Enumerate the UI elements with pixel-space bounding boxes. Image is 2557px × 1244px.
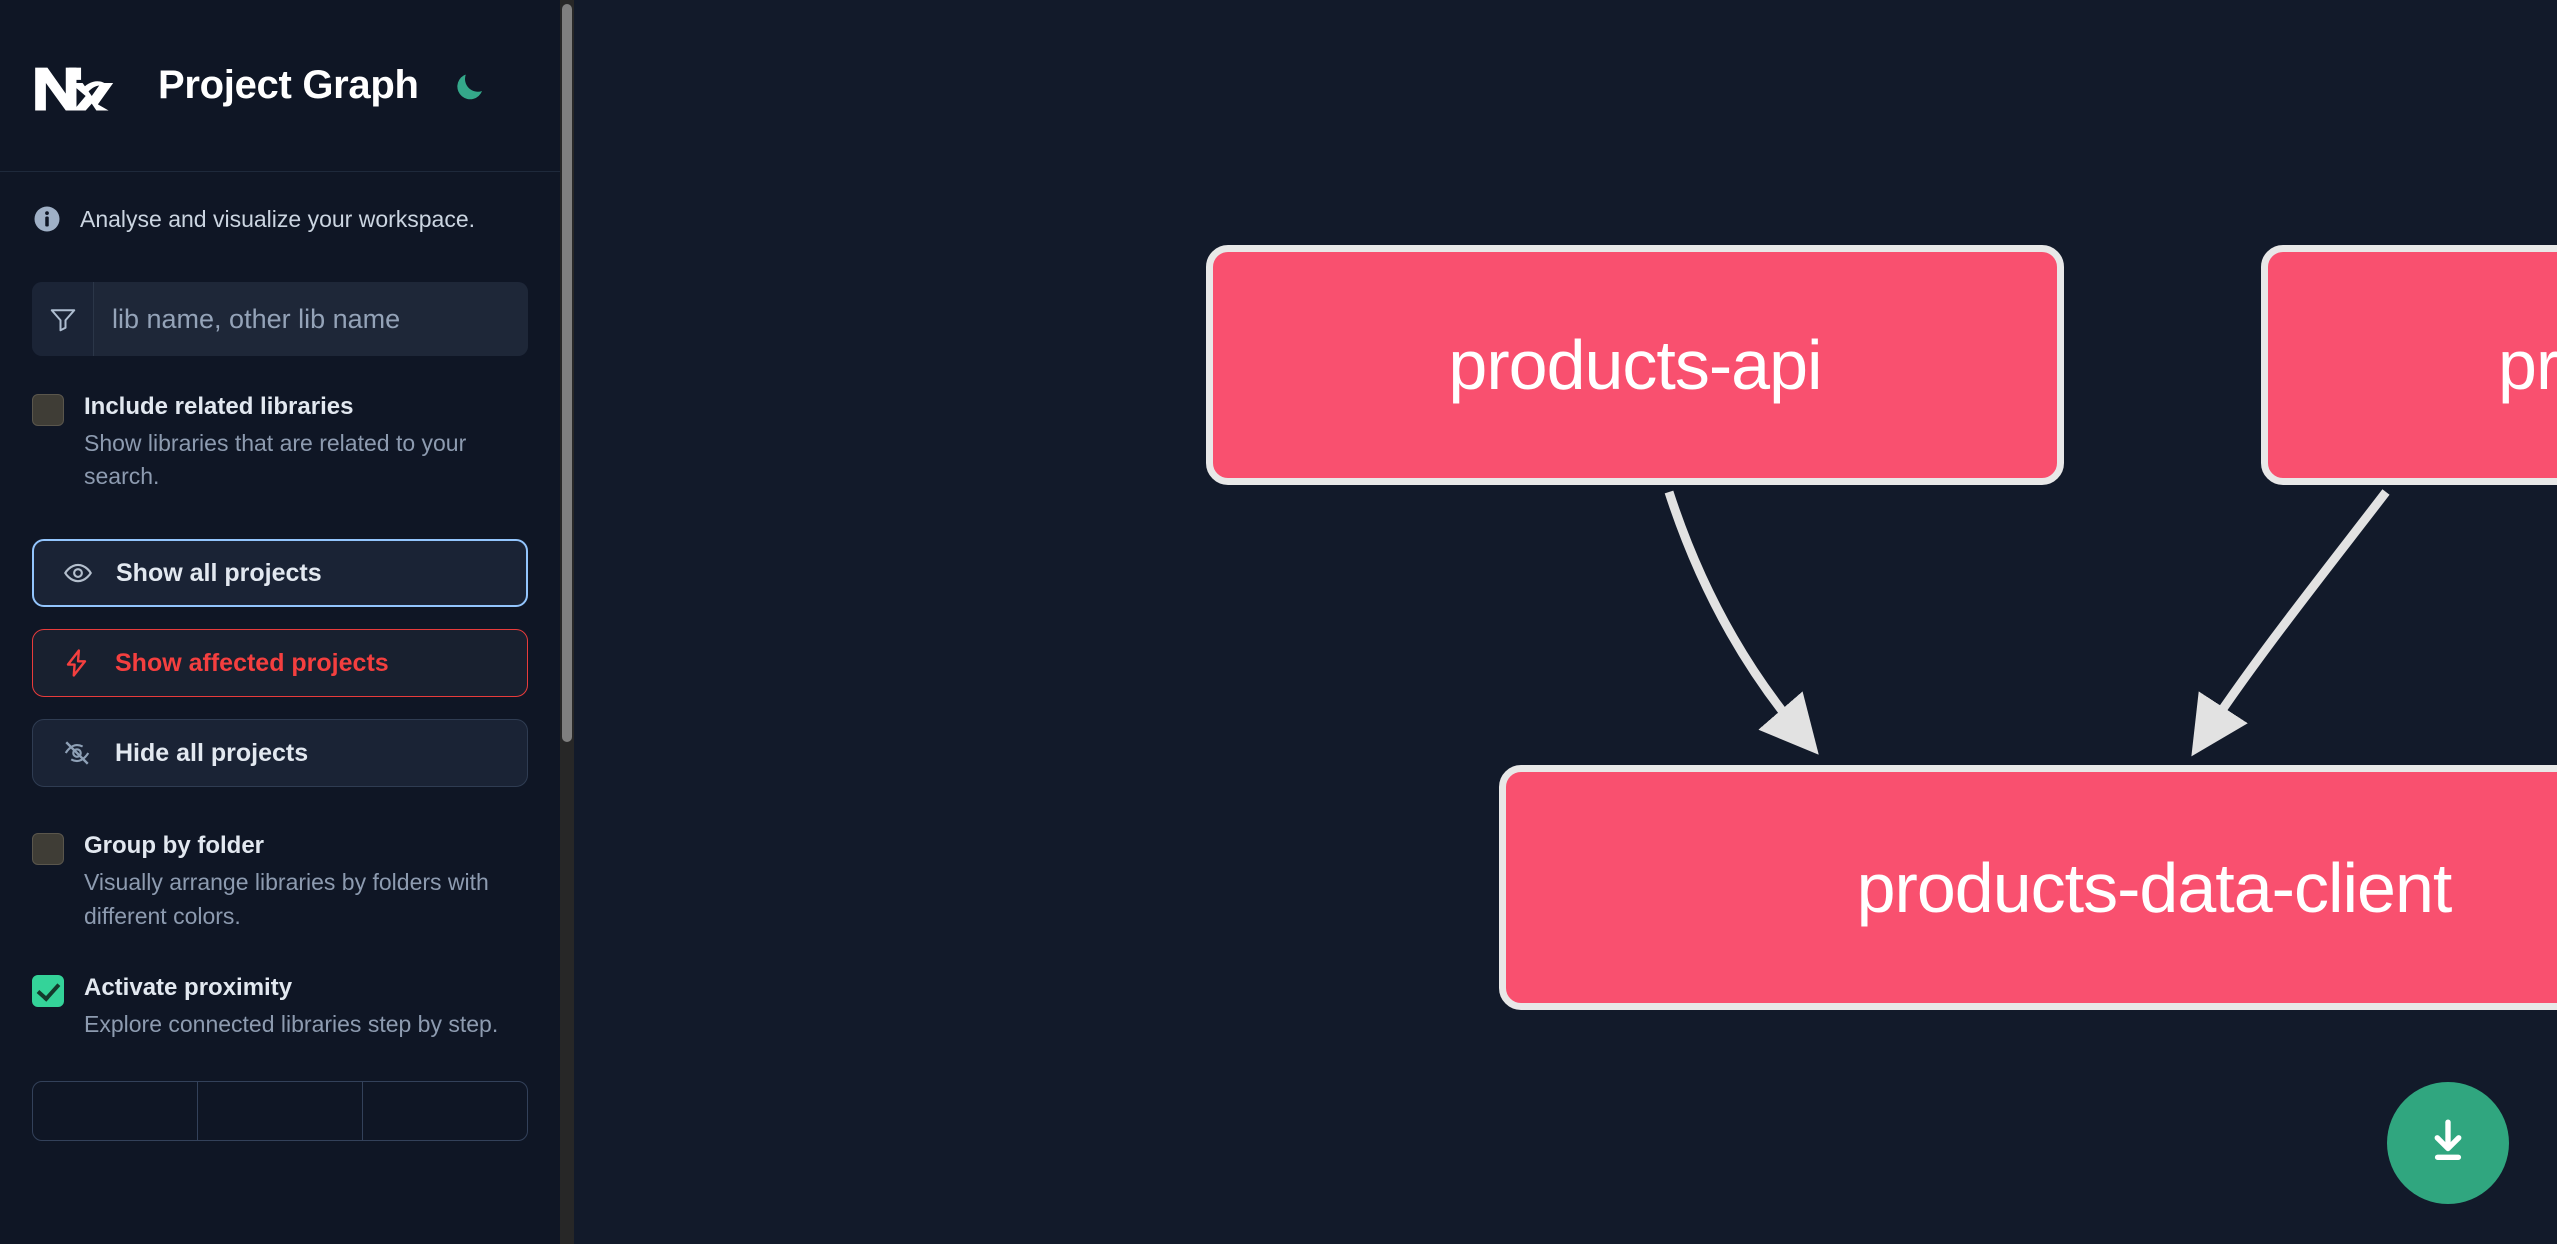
show-affected-projects-button[interactable]: Show affected projects (32, 629, 528, 698)
project-visibility-buttons: Show all projects Show affected projects (32, 539, 528, 788)
sidebar-scrollbar-track[interactable] (560, 0, 574, 1244)
sidebar-scroll-content: Project Graph Analyse and visualize yo (0, 0, 560, 1244)
include-related-libraries-description: Show libraries that are related to your … (84, 429, 467, 490)
group-by-folder-checkbox[interactable] (32, 833, 64, 866)
segment-2[interactable] (198, 1082, 363, 1141)
search-field[interactable] (32, 282, 528, 356)
search-input[interactable] (94, 282, 528, 356)
include-related-libraries-checkbox[interactable] (32, 394, 64, 426)
graph-node-products-cli[interactable]: products-cli (2261, 245, 2557, 485)
sidebar: Project Graph Analyse and visualize yo (0, 0, 574, 1244)
hide-all-projects-label: Hide all projects (115, 738, 309, 767)
hide-all-projects-button[interactable]: Hide all projects (32, 719, 528, 788)
moon-icon[interactable] (447, 63, 493, 109)
segment-3[interactable] (363, 1082, 527, 1140)
bolt-icon (61, 647, 93, 679)
graph-node-label: products-data-client (1856, 848, 2453, 927)
sidebar-header: Project Graph (0, 0, 560, 172)
option-group-by-folder[interactable]: Group by folder Visually arrange librari… (0, 787, 560, 932)
show-all-projects-label: Show all projects (116, 558, 322, 587)
download-image-button[interactable] (2387, 1082, 2509, 1204)
graph-node-products-data-client[interactable]: products-data-client (1499, 765, 2557, 1010)
include-related-libraries-label: Include related libraries (84, 393, 354, 420)
filter-icon (32, 282, 94, 356)
activate-proximity-description: Explore connected libraries step by step… (84, 1010, 499, 1037)
workspace-tagline: Analyse and visualize your workspace. (0, 172, 560, 234)
graph-node-products-api[interactable]: products-api (1206, 245, 2064, 485)
page-title: Project Graph (158, 63, 419, 107)
proximity-step-segmented-control[interactable] (32, 1081, 528, 1142)
nx-logo-icon (32, 60, 124, 112)
eye-off-icon (61, 737, 93, 769)
group-by-folder-label: Group by folder (84, 832, 264, 860)
project-graph-canvas[interactable]: products-api products-cli products-data-… (574, 0, 2557, 1244)
download-icon (2420, 1114, 2476, 1173)
graph-node-label: products-api (1448, 326, 1822, 404)
activate-proximity-label: Activate proximity (84, 973, 293, 1001)
option-include-related-libraries[interactable]: Include related libraries Show libraries… (0, 356, 560, 493)
graph-edges (1664, 489, 2390, 757)
segment-1[interactable] (33, 1082, 198, 1141)
info-icon (32, 204, 62, 234)
sidebar-scrollbar-thumb[interactable] (562, 4, 572, 742)
activate-proximity-checkbox[interactable] (32, 974, 64, 1007)
show-affected-projects-label: Show affected projects (115, 648, 389, 677)
edge-products-cli-to-data-client (2191, 489, 2390, 757)
group-by-folder-description: Visually arrange libraries by folders wi… (84, 869, 489, 929)
eye-icon (62, 557, 94, 589)
graph-node-label: products-cli (2498, 326, 2557, 404)
option-activate-proximity[interactable]: Activate proximity Explore connected lib… (0, 933, 560, 1041)
show-all-projects-button[interactable]: Show all projects (32, 539, 528, 608)
edge-products-api-to-data-client (1664, 490, 1819, 755)
tagline-text: Analyse and visualize your workspace. (80, 205, 476, 232)
